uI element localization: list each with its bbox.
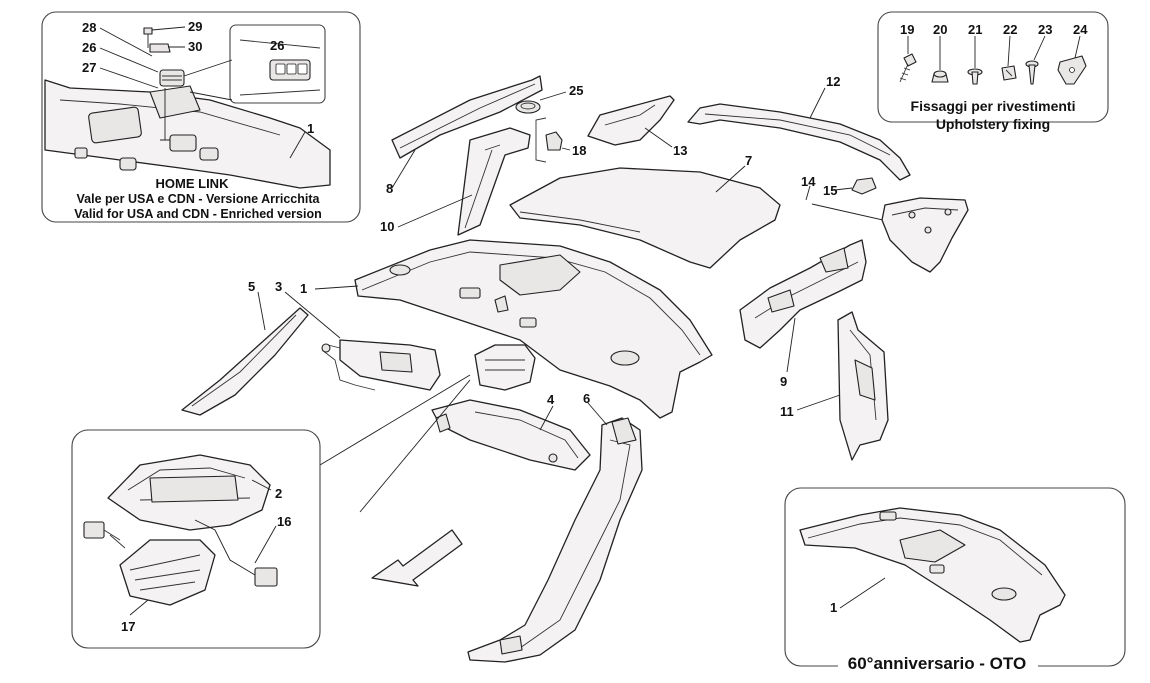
part-15-cover	[851, 177, 877, 195]
callout-15: 15	[823, 183, 837, 198]
light-assembly-inset	[71, 429, 321, 649]
callout-26: 26	[82, 40, 96, 55]
callout-29: 29	[188, 19, 202, 34]
homelink-inset	[41, 11, 361, 223]
part-upper-right-trim	[881, 197, 969, 273]
callout-1-inset: 1	[307, 121, 314, 136]
callout-9: 9	[780, 374, 787, 389]
part-18-clip	[545, 131, 563, 151]
part-4-sun-visor	[431, 399, 591, 471]
part-25-grommet-inner	[520, 102, 536, 110]
anniversary-title-bg	[838, 652, 1038, 674]
callout-26-zoom: 26	[270, 38, 284, 53]
part-9-quarter-trim	[739, 239, 867, 349]
part-10-pillar	[457, 127, 531, 236]
callout-7: 7	[745, 153, 752, 168]
callout-20: 20	[933, 22, 947, 37]
anniversary-inset	[784, 487, 1126, 667]
callout-6: 6	[583, 391, 590, 406]
part-3-sun-visor	[321, 339, 441, 391]
part-5-a-pillar	[181, 307, 309, 416]
fixings-title-it: Fissaggi per rivestimenti	[911, 98, 1076, 114]
callout-16: 16	[277, 514, 291, 529]
fixings-inset	[877, 11, 1109, 123]
callout-4: 4	[547, 392, 555, 407]
part-1-headliner	[354, 239, 713, 419]
callout-23: 23	[1038, 22, 1052, 37]
fixings-title-en: Upholstery fixing	[936, 116, 1050, 132]
homelink-line-it: Vale per USA e CDN - Versione Arricchita	[77, 192, 321, 206]
part-13-trim	[587, 95, 675, 146]
part-6-b-pillar	[467, 417, 643, 663]
callout-1-anniversary: 1	[830, 600, 837, 615]
callout-5: 5	[248, 279, 255, 294]
inset-lines	[319, 374, 471, 513]
homelink-line-en: Valid for USA and CDN - Enriched version	[74, 207, 322, 221]
part-8-pillar-trim	[391, 75, 543, 159]
callout-21: 21	[968, 22, 982, 37]
callout-13: 13	[673, 143, 687, 158]
part-14-pin	[805, 185, 811, 201]
bracket-outline	[535, 117, 547, 163]
callout-17: 17	[121, 619, 135, 634]
callout-10: 10	[380, 219, 394, 234]
callout-2: 2	[275, 486, 282, 501]
callout-8: 8	[386, 181, 393, 196]
callout-24: 24	[1073, 22, 1088, 37]
callout-30: 30	[188, 39, 202, 54]
callout-28: 28	[82, 20, 96, 35]
callout-27: 27	[82, 60, 96, 75]
callout-19: 19	[900, 22, 914, 37]
callout-25: 25	[569, 83, 583, 98]
front-direction-arrow	[371, 529, 463, 587]
callout-22: 22	[1003, 22, 1017, 37]
part-7-panel	[509, 167, 781, 269]
anniversary-title: 60°anniversario - OTO	[848, 654, 1026, 673]
part-12-rail	[687, 103, 911, 181]
callout-3: 3	[275, 279, 282, 294]
part-2-light-small	[474, 344, 536, 391]
callout-12: 12	[826, 74, 840, 89]
part-11-pillar	[837, 311, 889, 461]
callout-18: 18	[572, 143, 586, 158]
callout-11: 11	[780, 404, 794, 419]
callout-14: 14	[801, 174, 816, 189]
callout-1: 1	[300, 281, 307, 296]
homelink-title: HOME LINK	[156, 176, 230, 191]
